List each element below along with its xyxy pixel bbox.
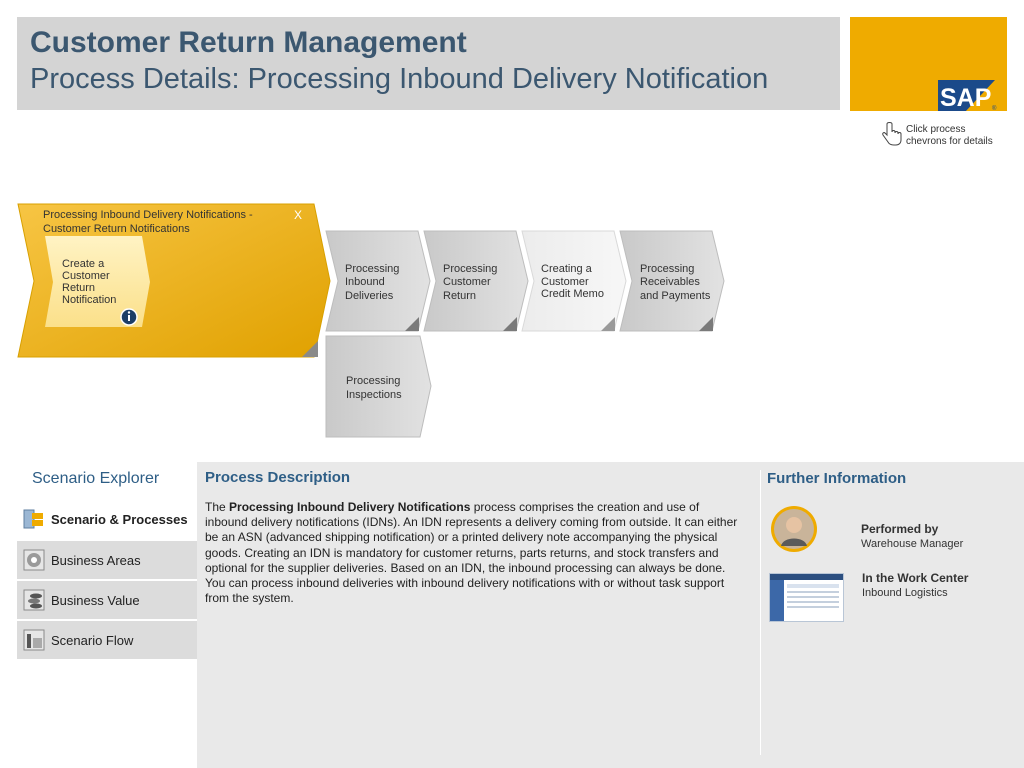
chevron-create-return-notification[interactable]: Create a Customer Return Notification — [45, 236, 150, 327]
svg-text:Inbound: Inbound — [345, 276, 385, 288]
svg-text:Return: Return — [62, 282, 95, 294]
close-icon[interactable]: X — [294, 208, 302, 222]
further-information-title: Further Information — [767, 470, 907, 487]
svg-text:Processing: Processing — [443, 263, 497, 275]
svg-text:Credit Memo: Credit Memo — [541, 288, 604, 300]
svg-text:Create a: Create a — [62, 258, 105, 270]
chevron-processing-inspections[interactable]: Processing Inspections — [325, 335, 432, 438]
chevron-processing-customer-return[interactable]: Processing Customer Return — [423, 230, 529, 332]
page-subtitle: Process Details: Processing Inbound Deli… — [30, 63, 769, 95]
avatar — [771, 506, 817, 552]
work-center-label: In the Work Center — [862, 571, 969, 585]
process-description-title: Process Description — [205, 469, 351, 486]
nav-scenario-flow[interactable]: Scenario Flow — [17, 621, 197, 659]
work-center-value: Inbound Logistics — [862, 587, 948, 599]
svg-text:Customer: Customer — [541, 276, 589, 288]
main-process-label: Processing Inbound Delivery Notification… — [43, 209, 253, 221]
svg-text:Creating a: Creating a — [541, 263, 593, 275]
work-center-screenshot-thumbnail — [769, 573, 844, 622]
nav-business-areas[interactable]: Business Areas — [17, 541, 197, 579]
performed-by-value: Warehouse Manager — [861, 538, 964, 550]
svg-text:Customer: Customer — [443, 276, 491, 288]
header-banner — [17, 17, 840, 110]
svg-text:®: ® — [992, 105, 997, 111]
svg-text:and Payments: and Payments — [640, 290, 711, 302]
gear-icon — [23, 549, 45, 571]
chevron-processing-receivables-payments[interactable]: Processing Receivables and Payments — [619, 230, 725, 332]
process-flow: Processing Inbound Delivery Notification… — [17, 203, 725, 438]
nav-scenario-processes[interactable]: Scenario & Processes — [17, 500, 197, 538]
svg-text:Notification: Notification — [62, 294, 116, 306]
svg-text:Processing: Processing — [345, 263, 399, 275]
coins-icon — [23, 589, 45, 611]
sap-logo: SAP ® — [938, 80, 997, 112]
chevron-creating-customer-credit-memo[interactable]: Creating a Customer Credit Memo — [521, 230, 627, 332]
hint-text: Click process chevrons for details — [906, 124, 993, 147]
svg-text:Receivables: Receivables — [640, 276, 700, 288]
sap-logo-box: SAP ® — [850, 17, 1007, 112]
svg-text:SAP: SAP — [940, 84, 991, 111]
page-title: Customer Return Management — [30, 26, 467, 59]
main-process-label-2: Customer Return Notifications — [43, 223, 190, 235]
panel-divider — [760, 470, 761, 755]
process-description-text: The Processing Inbound Delivery Notifica… — [205, 500, 738, 606]
svg-text:Deliveries: Deliveries — [345, 290, 394, 302]
performed-by-label: Performed by — [861, 522, 939, 536]
chevron-processing-inbound-deliveries[interactable]: Processing Inbound Deliveries — [325, 230, 431, 332]
content-panel — [197, 462, 1024, 768]
svg-text:Customer: Customer — [62, 270, 110, 282]
process-icon — [23, 509, 43, 529]
svg-text:Processing: Processing — [640, 263, 694, 275]
svg-text:Processing: Processing — [346, 375, 400, 387]
hand-pointer-icon — [882, 122, 902, 146]
flow-icon — [23, 629, 45, 651]
svg-text:Return: Return — [443, 290, 476, 302]
nav-business-value[interactable]: Business Value — [17, 581, 197, 619]
info-icon[interactable] — [120, 308, 138, 326]
scenario-explorer-title: Scenario Explorer — [32, 470, 160, 487]
svg-text:Inspections: Inspections — [346, 389, 402, 401]
